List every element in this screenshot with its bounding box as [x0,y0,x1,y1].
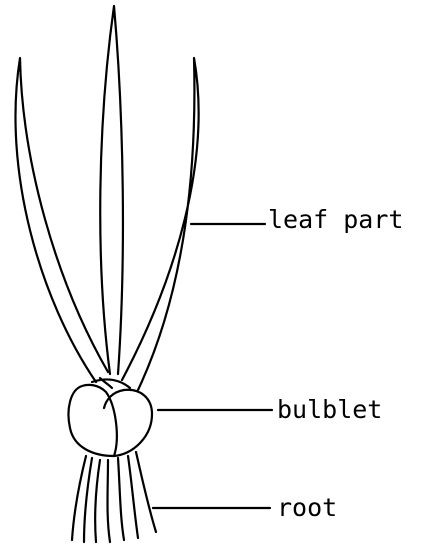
root-5 [118,458,124,540]
bulblet-label: bulblet [277,397,382,422]
root-label: root [277,495,337,520]
leaf-part-label: leaf part [268,207,403,232]
root-2 [84,458,92,542]
left-leaf [15,58,108,382]
leaf-part-drawing [15,6,198,390]
center-leaf [100,6,123,374]
bulblet-drawing [69,380,153,456]
root-7 [136,452,156,532]
right-leaf [122,58,199,390]
root-3 [95,460,100,542]
root-6 [128,456,138,538]
bulblet-left-scale [69,385,117,456]
root-4 [108,460,111,542]
root-drawing [72,452,156,542]
